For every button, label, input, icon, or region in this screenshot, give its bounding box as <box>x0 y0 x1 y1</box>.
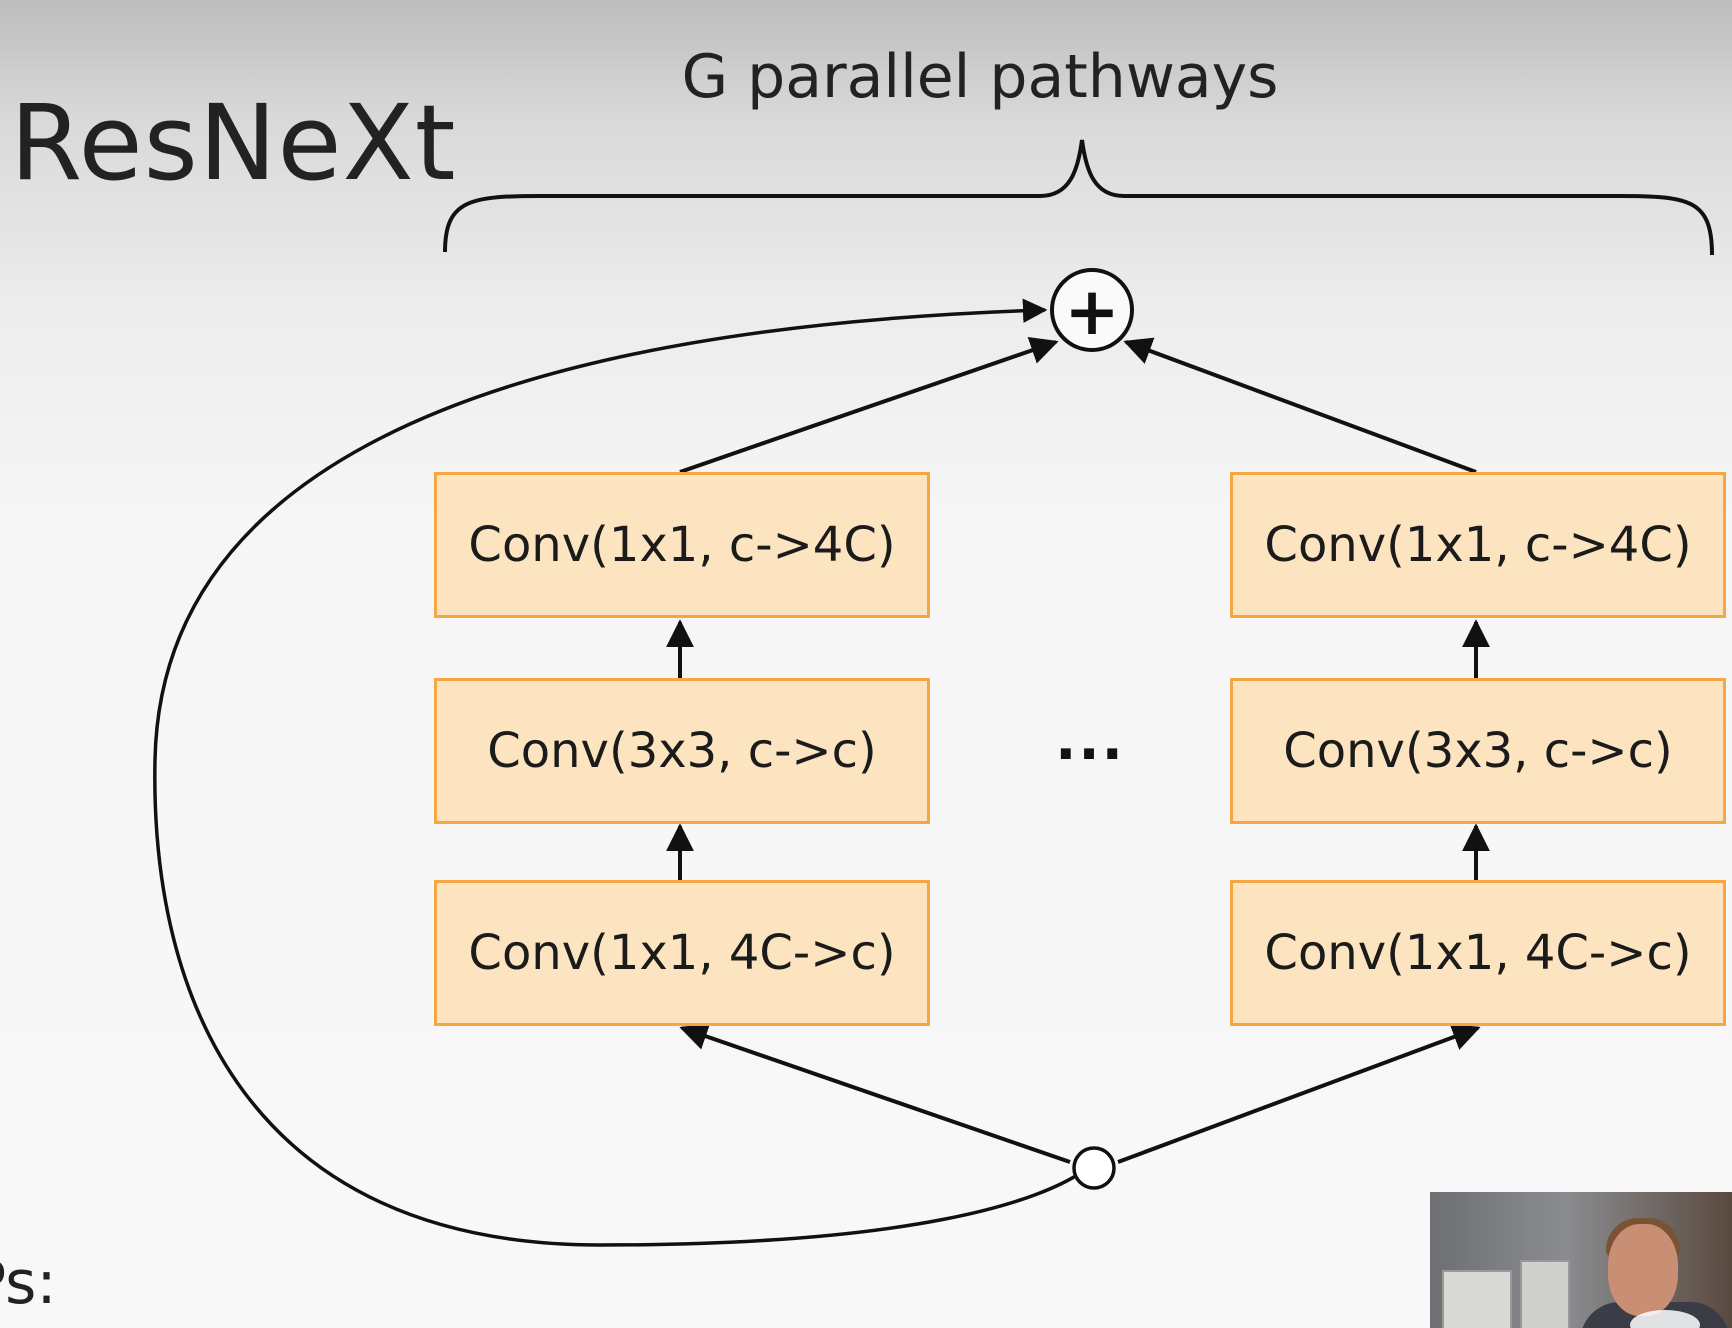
arrow-right-to-sum <box>1123 337 1477 474</box>
sum-node: + <box>1050 268 1134 352</box>
left-block-top: Conv(1x1, c->4C) <box>434 472 930 618</box>
arrow-split-to-right <box>1117 1023 1481 1164</box>
slide-title: ResNeXt <box>10 82 457 204</box>
right-block-middle: Conv(3x3, c->c) <box>1230 678 1726 824</box>
presenter-head <box>1608 1224 1678 1316</box>
left-block-middle: Conv(3x3, c->c) <box>434 678 930 824</box>
arrow-split-to-left <box>679 1022 1071 1164</box>
plus-circle-icon: + <box>1064 273 1119 350</box>
ellipsis: ... <box>1055 708 1125 773</box>
arrow-left-to-sum <box>679 337 1059 474</box>
cut-off-text: Ps: <box>0 1248 57 1318</box>
watermark-icon <box>1630 1310 1700 1328</box>
right-block-top: Conv(1x1, c->4C) <box>1230 472 1726 618</box>
split-node <box>1072 1146 1116 1190</box>
left-block-bottom: Conv(1x1, 4C->c) <box>434 880 930 1026</box>
pathways-brace <box>443 139 1714 256</box>
brace-label: G parallel pathways <box>681 42 1279 112</box>
right-block-bottom: Conv(1x1, 4C->c) <box>1230 880 1726 1026</box>
poster-shape <box>1520 1260 1570 1328</box>
presenter-webcam <box>1430 1192 1732 1328</box>
poster-shape <box>1442 1270 1512 1328</box>
skip-connection <box>153 298 1083 1247</box>
